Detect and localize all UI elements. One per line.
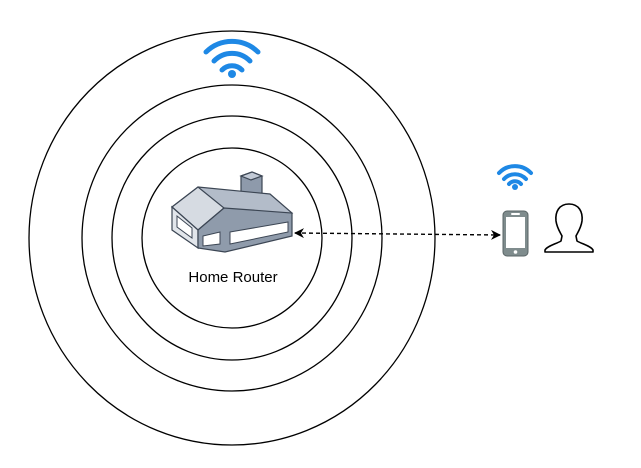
user-icon [544, 203, 594, 253]
house-router-icon [170, 171, 294, 253]
router-label: Home Router [188, 269, 277, 286]
smartphone-icon [502, 210, 529, 257]
router-wifi-icon [203, 38, 261, 78]
device-wifi-icon [497, 164, 533, 190]
dashed-link-arrow [294, 228, 501, 240]
